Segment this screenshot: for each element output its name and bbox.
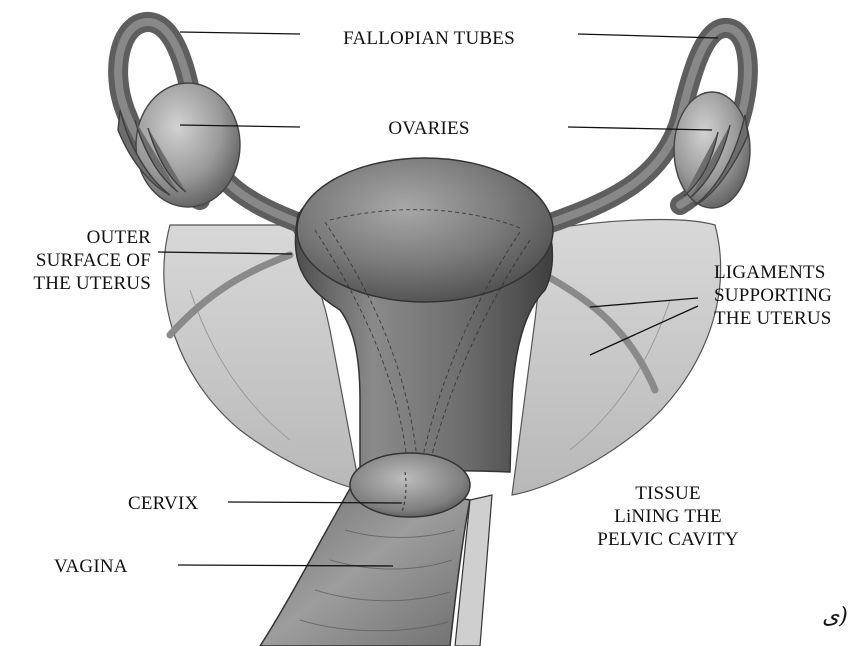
label-outer-surface-line2: SURFACE OF (36, 250, 151, 271)
corner-glyph: ی) (822, 604, 848, 629)
label-ligaments-line2: SUPPORTING (714, 285, 832, 306)
label-outer-surface-line1: OUTER (87, 227, 151, 248)
label-tissue-line1: TISSUE (635, 483, 701, 504)
leader-fallopian-left (180, 32, 300, 34)
label-tissue-line3: PELVIC CAVITY (597, 529, 739, 550)
label-cervix: CERVIX (128, 493, 198, 514)
leader-fallopian-right (578, 34, 718, 38)
label-vagina: VAGINA (54, 556, 128, 577)
label-outer-surface-line3: THE UTERUS (33, 273, 151, 294)
label-ovaries: OVARIES (388, 118, 469, 139)
label-fallopian-tubes: FALLOPIAN TUBES (343, 28, 515, 49)
cervix (350, 453, 470, 517)
label-ligaments-line3: THE UTERUS (714, 308, 832, 329)
label-tissue-line2: LiNING THE (614, 506, 722, 527)
label-ligaments-line1: LIGAMENTS (714, 262, 826, 283)
